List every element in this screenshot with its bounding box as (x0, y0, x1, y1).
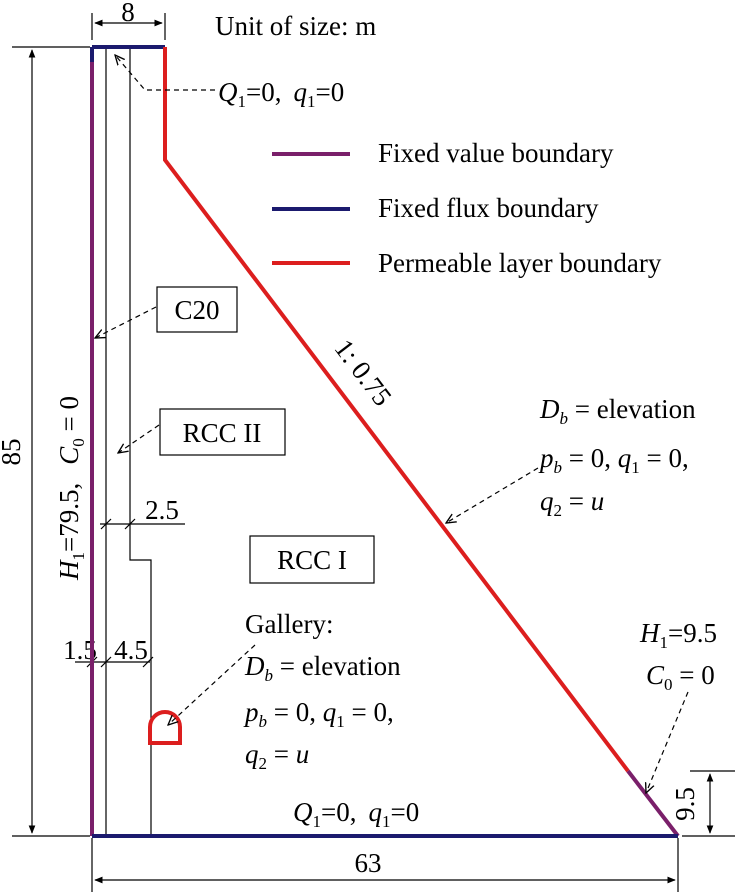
svg-text:q2 = u: q2 = u (540, 486, 604, 520)
height-value: 85 (0, 439, 26, 466)
downstream-face-boundary (163, 47, 630, 773)
zone-rcc1-label: RCC I (277, 545, 347, 575)
crest-width-dimension: 8 (91, 0, 166, 40)
zone-rcc2: RCC II (118, 408, 286, 456)
gallery-outline (148, 710, 182, 745)
svg-text:pb = 0, q1 = 0,: pb = 0, q1 = 0, (538, 443, 689, 477)
dam-boundaries (90, 45, 680, 838)
zone-c20-label: C20 (174, 295, 219, 325)
legend: Fixed value boundary Fixed flux boundary… (272, 138, 662, 278)
zone-rcc1: RCC I (249, 535, 375, 584)
upstream-boundary-annotation: H1=79.5,C0 = 0 (54, 396, 88, 581)
svg-text:q2 = u: q2 = u (245, 739, 309, 773)
zone-c20: C20 (95, 286, 238, 338)
svg-text:Q1=0,q1=0: Q1=0,q1=0 (293, 797, 419, 831)
height-dimension: 85 (0, 46, 90, 837)
zone-rcc2-label: RCC II (183, 418, 262, 448)
base-width-dimension: 63 (91, 838, 679, 892)
svg-text:C0 = 0: C0 = 0 (646, 660, 715, 694)
legend-fixed-flux-label: Fixed flux boundary (378, 193, 599, 223)
svg-text:Db = elevation: Db = elevation (244, 651, 401, 685)
svg-text:H1=9.5: H1=9.5 (639, 618, 717, 652)
slope-label: 1: 0.75 (329, 334, 398, 412)
unit-label: Unit of size: m (215, 11, 376, 41)
svg-text:Db = elevation: Db = elevation (539, 394, 696, 428)
svg-text:pb = 0, q1 = 0,: pb = 0, q1 = 0, (243, 697, 394, 731)
tail-height-dimension: 9.5 (670, 770, 735, 837)
svg-text:H1=79.5,C0 = 0: H1=79.5,C0 = 0 (54, 396, 88, 581)
downstream-boundary-annotation: H1=9.5 C0 = 0 (639, 618, 717, 793)
tail-height-value: 9.5 (670, 787, 700, 821)
svg-text:Q1=0,q1=0: Q1=0,q1=0 (218, 77, 344, 111)
crest-flux-annotation: Q1=0,q1=0 (115, 55, 344, 111)
base-width-value: 63 (355, 848, 382, 878)
slope-boundary-annotation: Db = elevation pb = 0, q1 = 0, q2 = u (446, 394, 696, 523)
zone-divider-lines (105, 47, 152, 836)
rcc2-step-value: 2.5 (145, 495, 179, 525)
tailwater-boundary (626, 769, 680, 838)
gallery-annotation: Gallery: Db = elevation pb = 0, q1 = 0, … (168, 609, 401, 773)
rcc2-step-dimension: 2.5 (100, 495, 185, 530)
base-flux-annotation: Q1=0,q1=0 (293, 797, 419, 831)
legend-permeable-label: Permeable layer boundary (378, 248, 662, 278)
crest-width-value: 8 (121, 0, 135, 27)
legend-fixed-value-label: Fixed value boundary (378, 138, 614, 168)
rcc2-lower-width-value: 4.5 (114, 635, 148, 665)
gallery-title: Gallery: (245, 609, 333, 639)
c20-width-dimension: 1.5 4.5 (63, 635, 154, 668)
